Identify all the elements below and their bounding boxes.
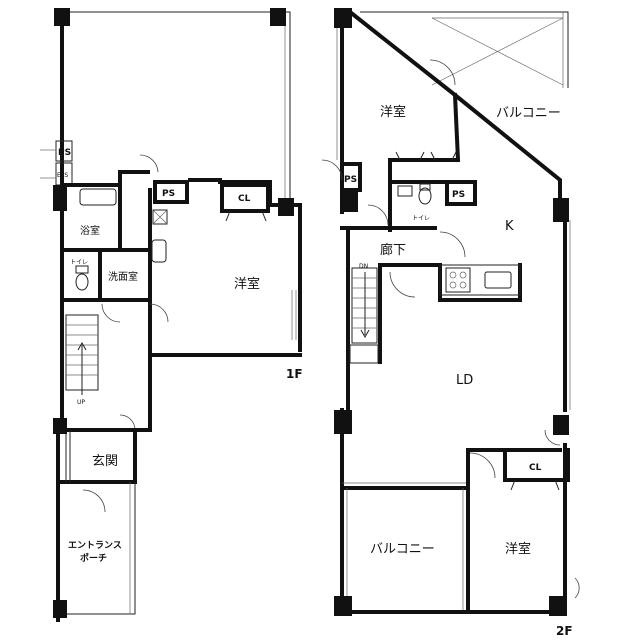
entrance-label: 玄関 xyxy=(92,454,118,469)
ps-left-label: PS xyxy=(344,175,357,185)
washroom-label: 洗面室 xyxy=(108,270,138,283)
pillar xyxy=(270,8,286,26)
closet-label-2f: CL xyxy=(529,463,542,473)
pillar xyxy=(549,596,567,616)
pillar xyxy=(54,8,70,26)
stair-dn-label: DN xyxy=(359,263,368,270)
pillar xyxy=(334,410,352,434)
pillar xyxy=(553,198,569,222)
balcony-bottom-label: バルコニー xyxy=(370,542,435,557)
floor-2-plan: 洋室 バルコニー PS PS トイレ K 廊下 DN LD CL バルコニー 洋… xyxy=(321,8,580,638)
pillar xyxy=(334,8,352,28)
bath-label: 浴室 xyxy=(80,224,100,237)
pillar xyxy=(53,418,67,434)
stair-up-label: UP xyxy=(77,399,85,406)
pillar xyxy=(342,190,358,212)
eps-label: EPS xyxy=(57,172,68,179)
toilet-label-2f: トイレ xyxy=(412,215,430,222)
western-room-top-label: 洋室 xyxy=(380,104,406,120)
floor-1-plan: PS EPS 浴室 トイレ 洗面室 PS CL 洋室 玄関 エントランス ポーチ… xyxy=(40,8,303,622)
toilet-label-1f: トイレ xyxy=(70,259,88,266)
living-dining-label: LD xyxy=(456,373,473,388)
pillar xyxy=(334,596,352,616)
porch-label-line2: ポーチ xyxy=(80,552,107,564)
pillar xyxy=(53,600,67,618)
hallway-label: 廊下 xyxy=(380,242,406,258)
western-room-label-1f: 洋室 xyxy=(234,276,260,292)
floor-1-label: 1F xyxy=(286,367,303,381)
kitchen-label: K xyxy=(505,219,514,234)
pillar xyxy=(553,415,569,435)
pillar xyxy=(278,198,294,216)
ps-upper-label: PS xyxy=(58,148,71,158)
ps-right-label: PS xyxy=(452,190,465,200)
pillar xyxy=(53,185,67,211)
western-room-bottom-label: 洋室 xyxy=(505,541,531,557)
closet-label-1f: CL xyxy=(238,194,251,204)
ps-center-label: PS xyxy=(162,189,175,199)
floor-2-label: 2F xyxy=(556,624,573,638)
balcony-top-label: バルコニー xyxy=(496,106,561,121)
porch-label-line1: エントランス xyxy=(68,540,122,551)
